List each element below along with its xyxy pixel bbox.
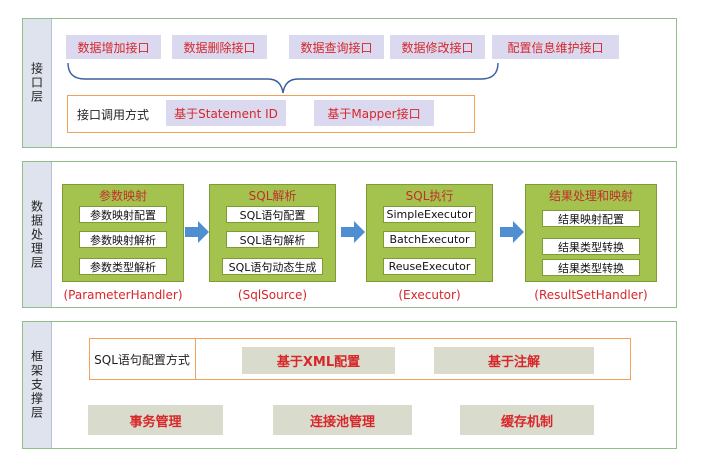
api-query: 数据查询接口: [289, 35, 384, 59]
module-item: 结果类型转换: [542, 238, 640, 255]
api-delete: 数据删除接口: [172, 35, 267, 59]
data-processing-layer: 数据处理层 参数映射 参数映射配置 参数映射解析 参数类型解析 (Paramet…: [22, 161, 677, 308]
module-item: 结果映射配置: [542, 210, 640, 227]
module-result-handling: 结果处理和映射 结果映射配置 结果类型转换 结果类型转换: [525, 184, 657, 282]
module-item: 结果类型转换: [542, 259, 640, 276]
module-item: BatchExecutor: [383, 231, 476, 248]
service-transaction: 事务管理: [88, 405, 223, 435]
api-config: 配置信息维护接口: [492, 35, 619, 59]
module-item: SQL语句配置: [226, 206, 319, 223]
module-item: 参数映射解析: [79, 231, 167, 248]
arrow-right-icon: [341, 221, 365, 243]
interface-layer-title: 接口层: [29, 62, 44, 104]
module-caption: (ResultSetHandler): [534, 288, 648, 302]
support-layer-title: 框架支撑层: [29, 350, 44, 420]
module-item: SQL语句动态生成: [222, 258, 323, 275]
module-caption: (SqlSource): [237, 288, 308, 302]
interface-layer-label: 接口层: [23, 19, 52, 147]
sql-config-annotation: 基于注解: [434, 347, 594, 374]
module-sql-parsing: SQL解析 SQL语句配置 SQL语句解析 SQL语句动态生成: [209, 184, 336, 282]
brace-icon: [67, 62, 499, 94]
data-layer-title: 数据处理层: [29, 199, 44, 270]
module-title: 结果处理和映射: [548, 189, 633, 203]
service-connection-pool: 连接池管理: [273, 405, 412, 435]
module-sql-execution: SQL执行 SimpleExecutor BatchExecutor Reuse…: [366, 184, 493, 282]
data-layer-label: 数据处理层: [23, 162, 52, 307]
module-title: SQL执行: [405, 189, 454, 203]
module-title: SQL解析: [248, 189, 297, 203]
api-add: 数据增加接口: [66, 35, 161, 59]
call-by-mapper: 基于Mapper接口: [314, 100, 434, 126]
module-caption: (Executor): [398, 288, 461, 302]
sql-config-xml: 基于XML配置: [242, 347, 395, 374]
module-item: SimpleExecutor: [383, 206, 476, 223]
framework-support-layer: 框架支撑层 SQL语句配置方式 基于XML配置 基于注解 事务管理 连接池管理 …: [22, 321, 677, 449]
module-title: 参数映射: [98, 189, 147, 203]
module-item: 参数类型解析: [79, 258, 167, 275]
api-update: 数据修改接口: [390, 35, 485, 59]
sql-config-divider: [195, 338, 196, 380]
support-layer-label: 框架支撑层: [23, 322, 52, 448]
module-caption: (ParameterHandler): [63, 288, 183, 302]
module-item: ReuseExecutor: [383, 258, 476, 275]
arrow-right-icon: [185, 221, 209, 243]
call-method-label: 接口调用方式: [76, 107, 149, 122]
interface-layer: 接口层 数据增加接口 数据删除接口 数据查询接口 数据修改接口 配置信息维护接口…: [22, 18, 677, 148]
module-parameter-mapping: 参数映射 参数映射配置 参数映射解析 参数类型解析: [62, 184, 184, 282]
module-item: SQL语句解析: [226, 231, 319, 248]
sql-config-label: SQL语句配置方式: [94, 352, 190, 367]
arrow-right-icon: [500, 221, 524, 243]
module-item: 参数映射配置: [79, 206, 167, 223]
call-by-statement-id: 基于Statement ID: [166, 100, 286, 126]
service-cache: 缓存机制: [460, 405, 594, 435]
